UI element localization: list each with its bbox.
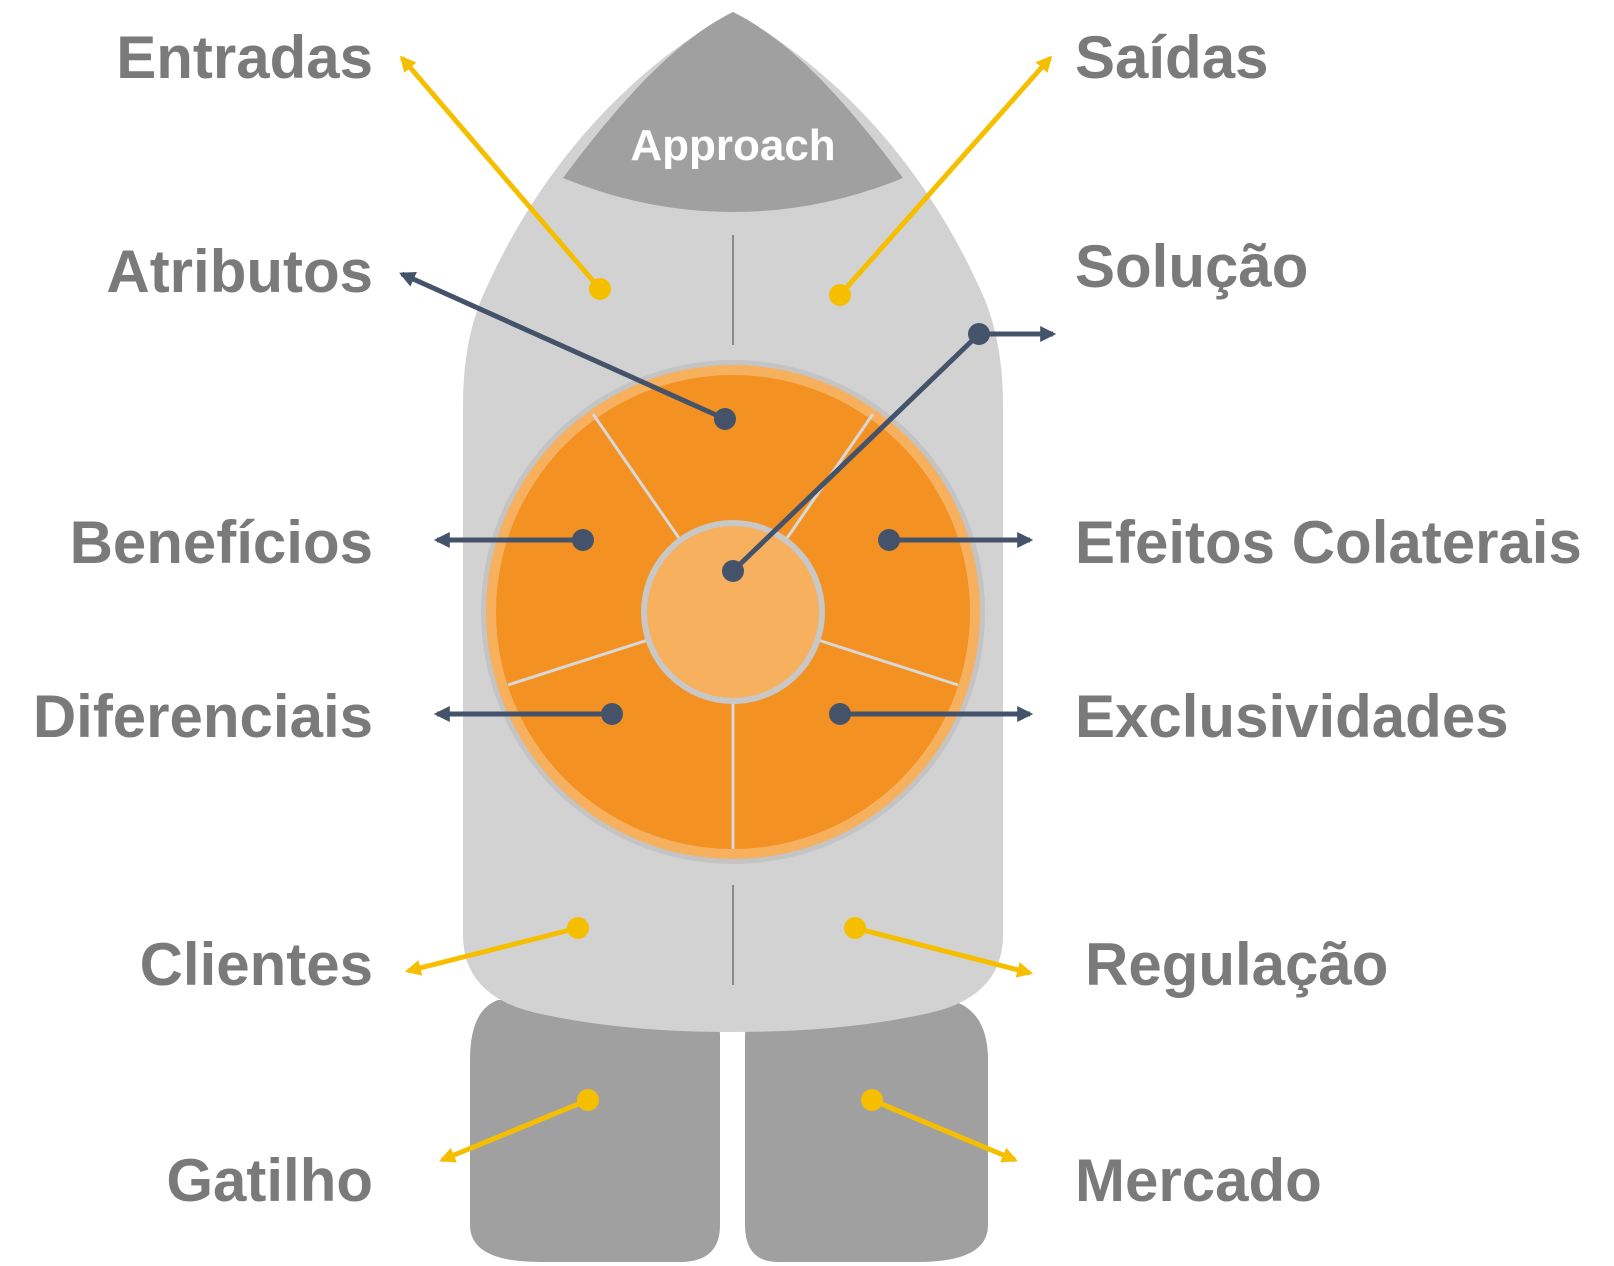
arrow-saidas: [838, 55, 1053, 297]
dot-beneficios: [572, 529, 594, 551]
rocket-left-leg: [470, 1000, 720, 1262]
dot-clientes: [567, 917, 589, 939]
arrow-clientes: [404, 925, 579, 976]
arrow-gatilho: [439, 1097, 589, 1163]
label-beneficios: Benefícios: [70, 509, 373, 576]
wheel-spoke: [591, 413, 683, 542]
dot-efeitos-colaterais: [878, 529, 900, 551]
arrow-solucao-diagonal: [731, 332, 981, 573]
rocket-right-leg: [745, 1000, 988, 1262]
label-atributos: Atributos: [106, 238, 373, 305]
wheel-spoke: [817, 638, 959, 687]
arrow-atributos: [399, 271, 727, 422]
label-saidas: Saídas: [1075, 24, 1268, 91]
dot-solucao-center: [722, 560, 744, 582]
label-diferenciais: Diferenciais: [33, 683, 373, 750]
arrow-entradas: [399, 55, 602, 291]
label-entradas: Entradas: [116, 24, 373, 91]
label-clientes: Clientes: [140, 931, 373, 998]
dot-saidas: [829, 284, 851, 306]
dot-entradas: [589, 278, 611, 300]
label-mercado: Mercado: [1075, 1147, 1322, 1214]
arrow-mercado: [871, 1097, 1018, 1163]
wheel-hub: [641, 520, 825, 704]
label-regulacao: Regulação: [1085, 931, 1388, 998]
label-gatilho: Gatilho: [166, 1147, 373, 1214]
rocket-nose-cone: [563, 12, 903, 212]
dot-diferenciais: [601, 703, 623, 725]
dot-gatilho: [577, 1089, 599, 1111]
dot-solucao-elbow: [968, 323, 990, 345]
nose-label: Approach: [630, 121, 835, 170]
navy-connectors: [399, 271, 1057, 725]
dot-mercado: [861, 1089, 883, 1111]
dot-exclusividades: [829, 703, 851, 725]
label-efeitos-colaterais: Efeitos Colaterais: [1075, 509, 1582, 576]
label-solucao: Solução: [1075, 233, 1308, 300]
wheel-spoke: [507, 638, 649, 687]
dot-atributos: [714, 408, 736, 430]
arrow-regulacao: [854, 925, 1034, 978]
yellow-connectors: [399, 55, 1053, 1163]
label-exclusividades: Exclusividades: [1075, 683, 1509, 750]
dot-regulacao: [844, 917, 866, 939]
